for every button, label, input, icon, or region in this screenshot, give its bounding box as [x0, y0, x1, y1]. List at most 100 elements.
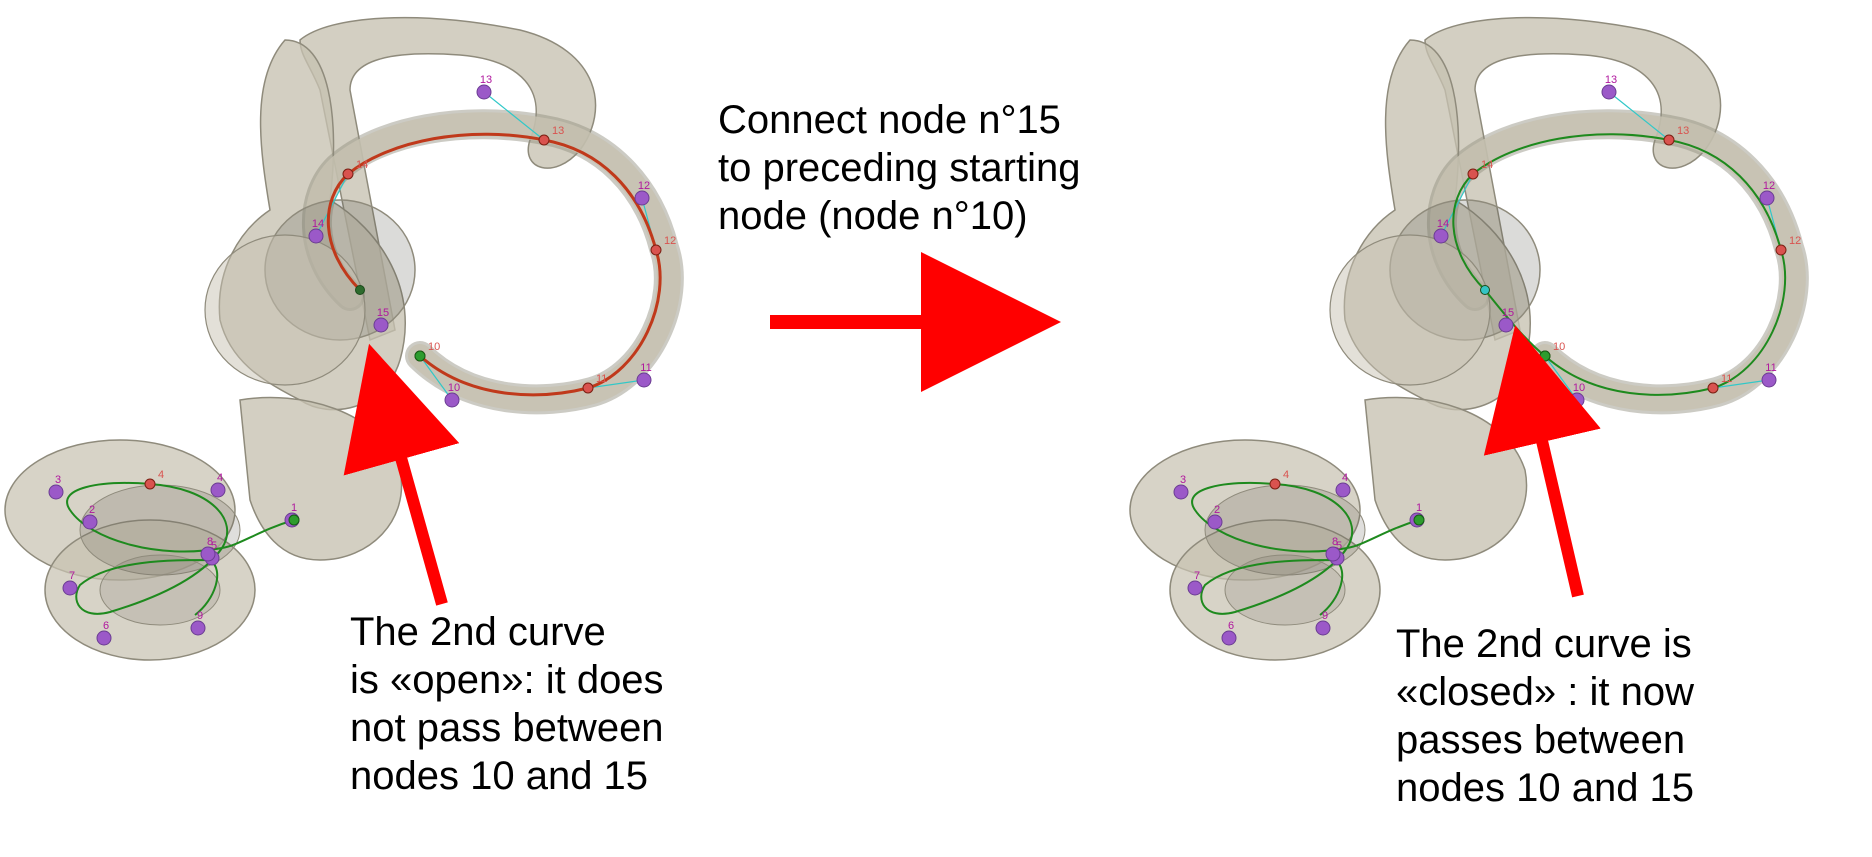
start-node	[414, 350, 426, 362]
annotation-arrows	[343, 252, 1601, 606]
curve-node-label: 4	[1283, 469, 1289, 481]
ampulla	[1329, 234, 1491, 386]
control-node-label: 6	[1228, 620, 1234, 632]
caption-left-line: The 2nd curve	[350, 610, 606, 654]
lateral-canal	[304, 112, 681, 412]
control-node-label: 10	[1573, 382, 1585, 394]
control-node	[1325, 546, 1341, 562]
control-node-label: 15	[377, 307, 389, 319]
caption-right-line: The 2nd curve is	[1396, 622, 1692, 666]
curve-node-label: 11	[1721, 373, 1732, 385]
caption-top-line: to preceding starting	[718, 146, 1081, 190]
end-node	[355, 285, 365, 295]
stem	[239, 396, 403, 561]
control-node	[82, 514, 98, 530]
guide-line	[315, 173, 349, 237]
control-node-label: 9	[1322, 610, 1328, 622]
cochlea-curve	[66, 482, 295, 616]
curve-node	[1467, 168, 1479, 180]
control-node-label: 8	[207, 536, 213, 548]
caption-left-line: nodes 10 and 15	[350, 754, 649, 798]
curve-node	[582, 382, 594, 394]
curve-node-label: 14	[1481, 159, 1493, 171]
lateral-canal	[1429, 112, 1806, 412]
guide-line	[587, 379, 645, 389]
control-node-label: 3	[1180, 474, 1186, 486]
control-node	[1187, 580, 1203, 596]
control-node-label: 12	[1763, 180, 1775, 192]
curve-node-label: 11	[596, 373, 607, 385]
control-node	[1173, 484, 1189, 500]
control-node	[636, 372, 652, 388]
control-node-label: 1	[1416, 502, 1422, 514]
control-node-label: 7	[1194, 570, 1200, 582]
control-node	[1207, 514, 1223, 530]
control-node	[1221, 630, 1237, 646]
control-node	[1335, 482, 1351, 498]
control-node-label: 15	[1502, 307, 1514, 319]
control-node-label: 5	[1336, 540, 1342, 552]
stem	[1364, 396, 1528, 561]
control-node	[373, 317, 389, 333]
curve-node-label: 13	[552, 125, 564, 137]
curve-node	[538, 134, 550, 146]
control-node-label: 10	[448, 382, 460, 394]
end-node	[1480, 285, 1490, 295]
curve-node-label: 12	[1789, 235, 1801, 247]
curve-node	[1707, 382, 1719, 394]
control-node	[1601, 84, 1617, 100]
control-node	[48, 484, 64, 500]
caption-top: Connect node n°15 to preceding starting …	[718, 96, 1080, 240]
curve-node	[650, 244, 662, 256]
control-node-label: 4	[217, 472, 223, 484]
curve-node-label: 13	[1677, 125, 1689, 137]
cochlea-core	[99, 554, 221, 626]
caption-right-line: passes between	[1396, 718, 1686, 762]
control-node	[62, 580, 78, 596]
curve-node	[144, 478, 156, 490]
control-node-label: 6	[103, 620, 109, 632]
curve-node	[1663, 134, 1675, 146]
control-node-label: 2	[89, 504, 95, 516]
control-node-label: 4	[1342, 472, 1348, 484]
control-node-label: 13	[1605, 74, 1617, 86]
control-node-label: 1	[291, 502, 297, 514]
control-node	[96, 630, 112, 646]
control-node-label: 11	[1765, 362, 1776, 374]
caption-top-line: node (node n°10)	[718, 194, 1028, 238]
caption-right: The 2nd curve is «closed» : it now passe…	[1396, 620, 1694, 812]
control-node-label: 9	[197, 610, 203, 622]
start-node	[288, 514, 300, 526]
pointer-arrow-right	[1483, 325, 1601, 598]
control-node-label: 3	[55, 474, 61, 486]
curve-node-label: 10	[428, 341, 440, 353]
curve-node	[1775, 244, 1787, 256]
control-node	[1761, 372, 1777, 388]
open-curve	[326, 132, 662, 397]
control-node-label: 13	[480, 74, 492, 86]
control-node	[1433, 228, 1449, 244]
control-node	[1569, 392, 1585, 408]
start-node	[1539, 350, 1551, 362]
control-node-label: 2	[1214, 504, 1220, 516]
control-node-label: 8	[1332, 536, 1338, 548]
caption-left: The 2nd curve is «open»: it does not pas…	[350, 608, 664, 800]
caption-right-line: nodes 10 and 15	[1396, 766, 1695, 810]
control-node	[634, 190, 650, 206]
control-node	[444, 392, 460, 408]
control-node	[1498, 317, 1514, 333]
control-node-label: 7	[69, 570, 75, 582]
caption-top-line: Connect node n°15	[718, 98, 1061, 142]
curve-node-label: 12	[664, 235, 676, 247]
caption-left-line: is «open»: it does	[350, 658, 664, 702]
control-node-label: 5	[211, 540, 217, 552]
guide-line	[1712, 379, 1770, 389]
guide-line	[1440, 173, 1474, 237]
control-node	[476, 84, 492, 100]
control-node	[190, 620, 206, 636]
control-node	[200, 546, 216, 562]
control-node-label: 12	[638, 180, 650, 192]
cochlea-core	[1224, 554, 1346, 626]
